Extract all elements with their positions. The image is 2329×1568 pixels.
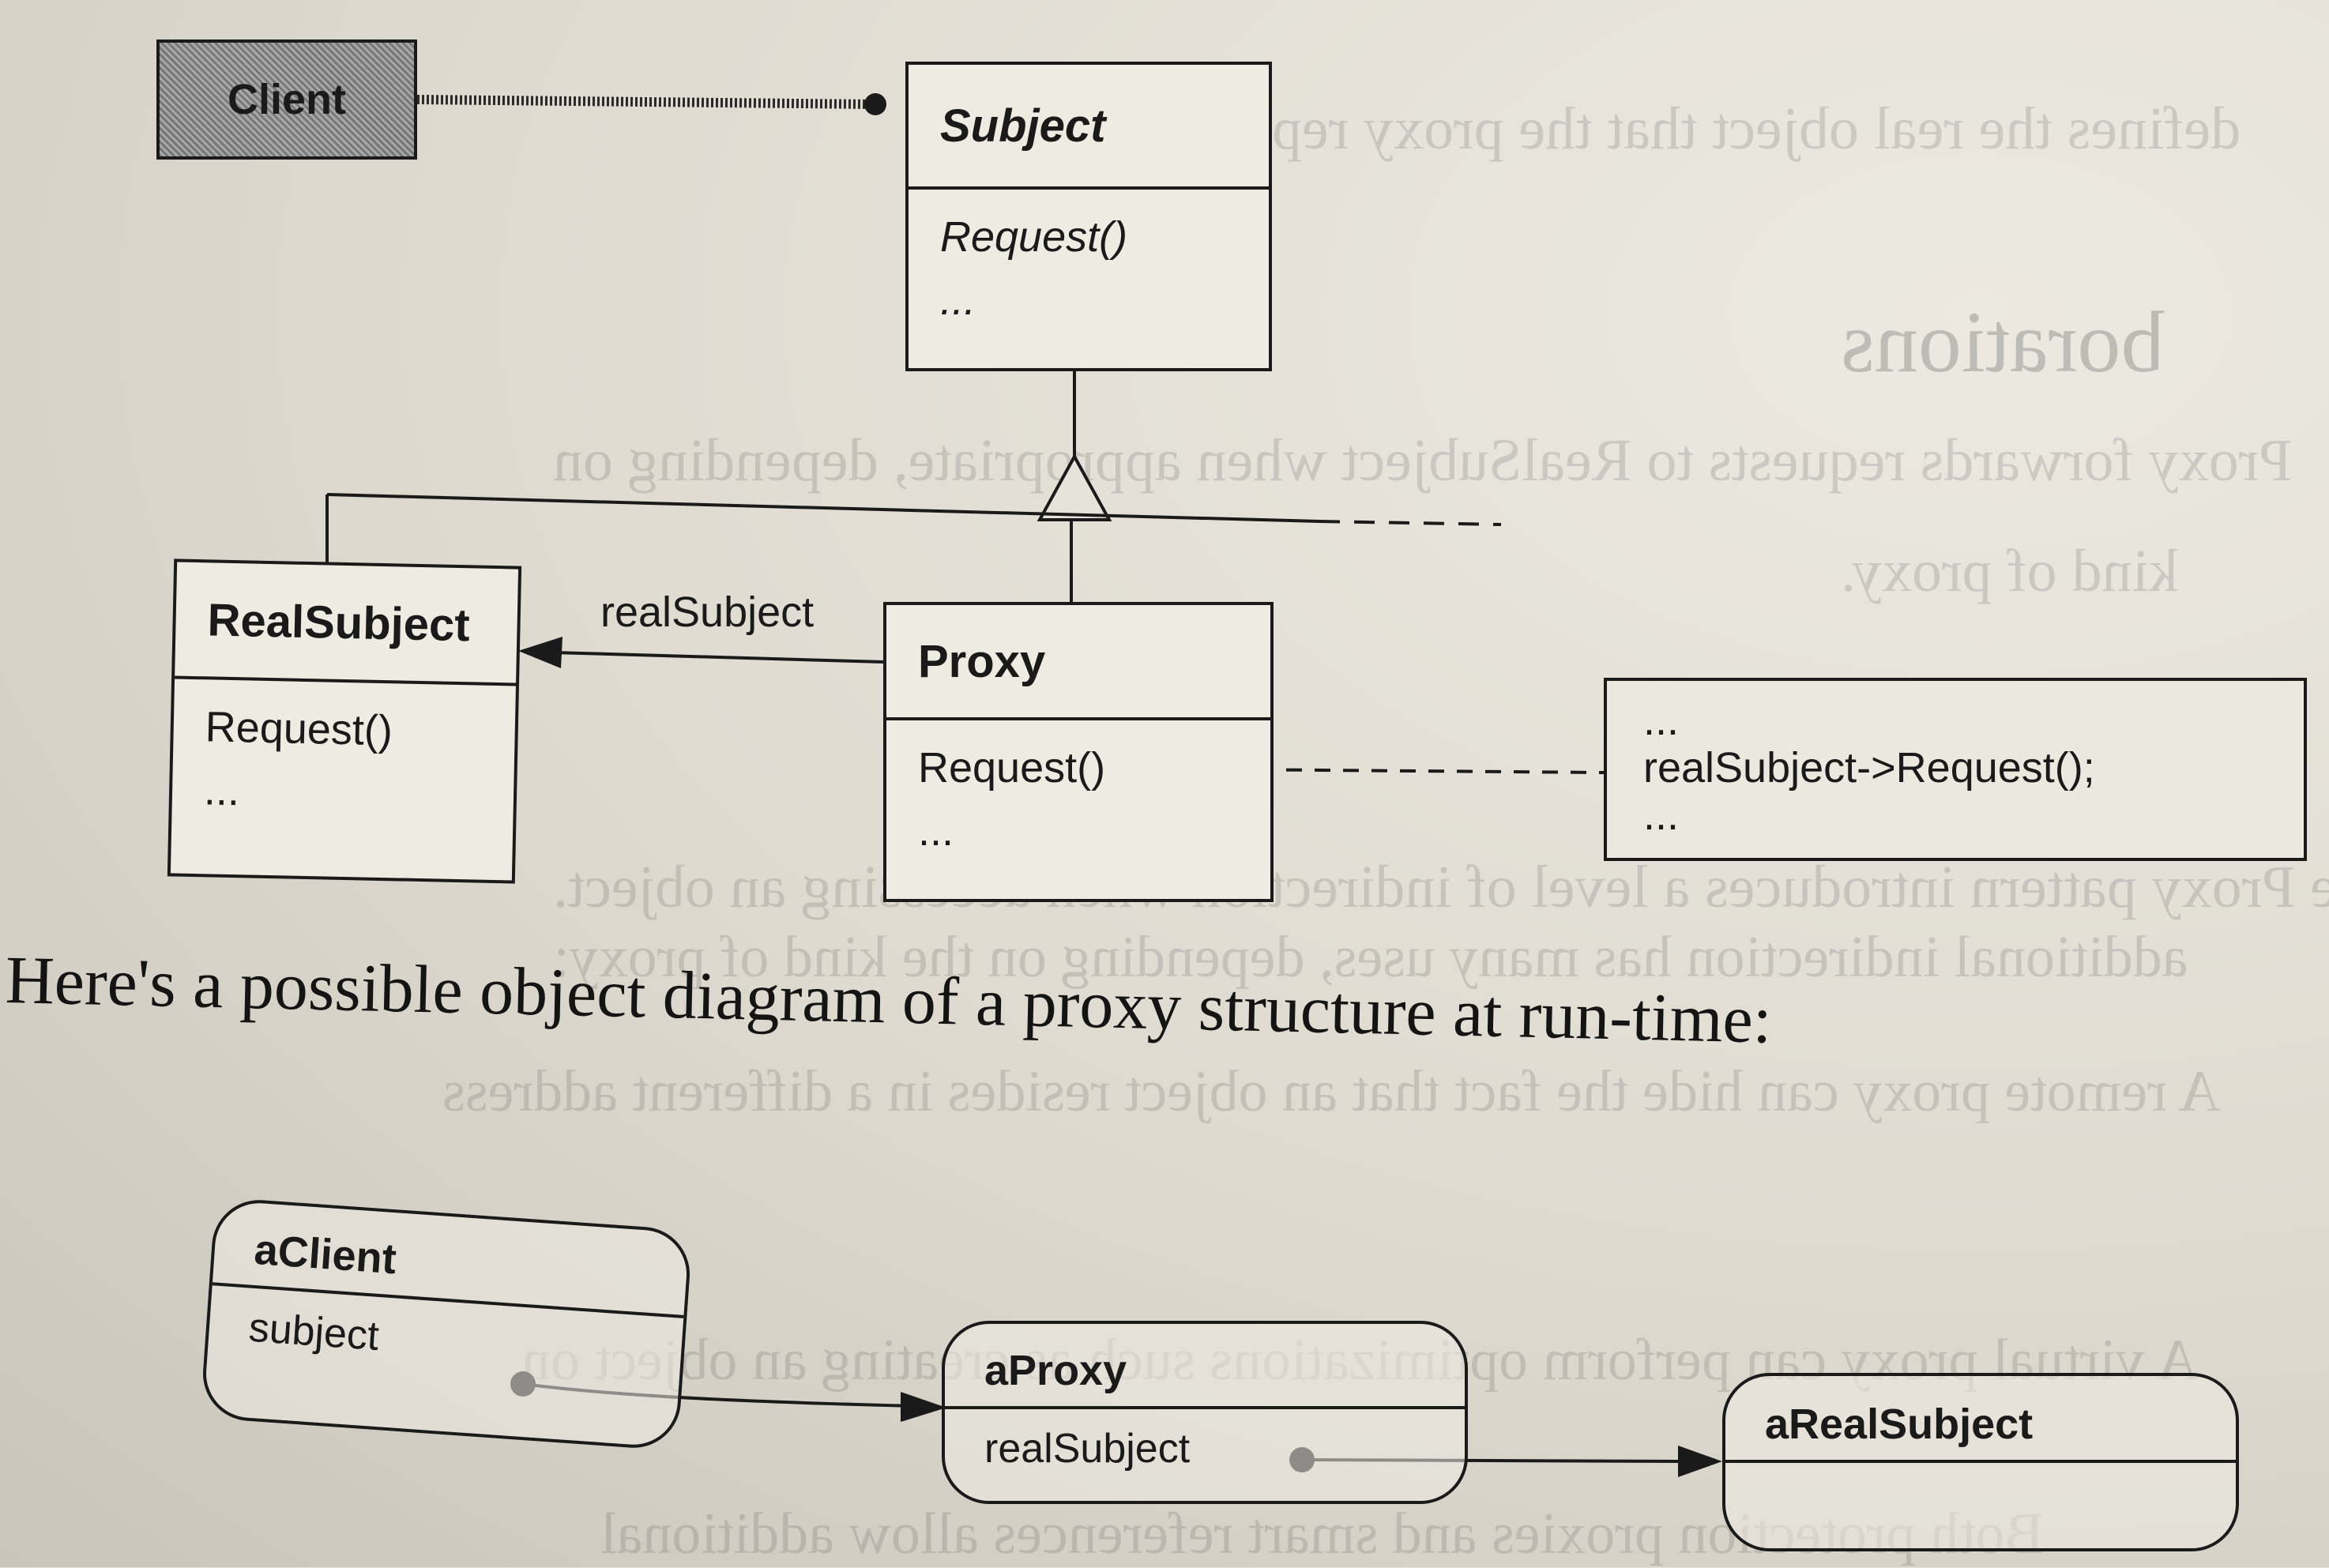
aproxy-field: realSubject <box>984 1426 1191 1472</box>
aproxy-name: aProxy <box>945 1324 1465 1409</box>
client-class: Client <box>156 39 417 160</box>
arealsubject-object: aRealSubject <box>1722 1373 2239 1551</box>
proxy-request-op: Request() <box>918 744 1106 792</box>
note-line-3: ... <box>1643 792 1680 839</box>
subject-ellipsis: ... <box>940 276 976 324</box>
proxy-realsubject-arrowhead <box>1678 1446 1722 1477</box>
note-connector <box>1228 768 1605 774</box>
note-line-2: realSubject->Request(); <box>1643 744 2095 792</box>
aproxy-object: aProxy realSubject <box>942 1321 1468 1504</box>
implementation-note: ... realSubject->Request(); ... <box>1604 678 2307 861</box>
realsubject-arrowhead <box>518 637 562 668</box>
subject-operations: Request() ... <box>909 190 1269 332</box>
client-label: Client <box>227 76 346 123</box>
subject-name: Subject <box>909 65 1269 190</box>
association-label: realSubject <box>600 588 815 636</box>
inheritance-bar <box>326 493 1320 523</box>
inheritance-triangle <box>1037 453 1112 521</box>
subject-request-op: Request() <box>940 213 1128 261</box>
inheritance-bar-dashed <box>1319 520 1502 526</box>
note-line-1: ... <box>1643 697 1680 744</box>
aclient-object: aClient subject <box>199 1197 694 1451</box>
realsubject-association <box>552 651 884 664</box>
proxy-operations: Request() ... <box>886 720 1270 863</box>
realsubject-operations: Request() ... <box>171 679 516 828</box>
arealsubject-name: aRealSubject <box>1725 1376 2236 1463</box>
proxy-class: Proxy Request() ... <box>883 602 1274 902</box>
realsubject-name: RealSubject <box>175 562 519 686</box>
proxy-name: Proxy <box>886 605 1270 720</box>
realsubject-request-op: Request() <box>205 703 393 755</box>
client-subject-association <box>416 95 875 109</box>
proxy-ellipsis: ... <box>918 807 954 855</box>
subject-class: Subject Request() ... <box>905 62 1272 371</box>
association-end-dot <box>864 93 886 115</box>
client-proxy-arrowhead <box>901 1392 946 1422</box>
realsubject-ellipsis: ... <box>203 766 240 815</box>
realsubject-class: RealSubject Request() ... <box>167 558 522 884</box>
